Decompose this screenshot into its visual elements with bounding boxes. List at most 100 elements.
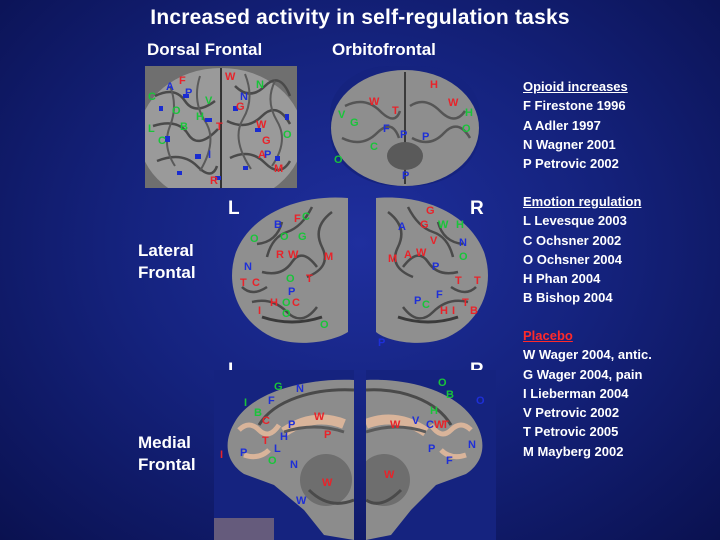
marker-a: A <box>166 81 174 93</box>
marker-w: W <box>225 71 236 83</box>
legend-item: V Petrovic 2002 <box>523 405 620 421</box>
marker-g2: G <box>420 219 429 231</box>
legend-item: P Petrovic 2002 <box>523 156 619 172</box>
legend-opioid: Opioid increases F Firestone 1996 A Adle… <box>523 77 628 173</box>
marker-o2: O <box>280 231 289 243</box>
marker-m: M <box>324 251 334 263</box>
marker-w: W <box>314 411 325 423</box>
marker-p3: P <box>402 170 410 182</box>
marker-b: B <box>180 121 188 133</box>
marker-h: H <box>430 405 438 417</box>
lateral-right-brain-image <box>376 192 498 350</box>
marker-h: H <box>196 111 204 123</box>
marker-o5: O <box>282 308 291 320</box>
marker-h2: H <box>440 305 448 317</box>
marker-f: F <box>446 455 453 467</box>
marker-n: N <box>296 383 304 395</box>
marker-l: L <box>274 443 281 455</box>
marker-o2: O <box>283 129 292 141</box>
marker-o: O <box>172 105 181 117</box>
hemisphere-left-lateral: L <box>228 198 240 219</box>
medial-frontal-label: Medial Frontal <box>138 432 196 476</box>
marker-b: B <box>446 389 454 401</box>
marker-p3: P <box>378 337 386 349</box>
marker-o: O <box>268 455 277 467</box>
marker-t2: T <box>306 273 313 285</box>
marker-w2: W <box>434 419 445 431</box>
marker-o: O <box>459 251 468 263</box>
marker-h2: H <box>430 79 438 91</box>
marker-r: R <box>276 249 284 261</box>
marker-t3: T <box>462 297 469 309</box>
legend-item: I Lieberman 2004 <box>523 385 629 401</box>
marker-t2: T <box>474 275 481 287</box>
marker-w: W <box>438 219 449 231</box>
marker-c: C <box>370 141 378 153</box>
medial-left-brain-image <box>214 370 354 540</box>
marker-b: B <box>274 219 282 231</box>
marker-p: P <box>400 129 408 141</box>
marker-f: F <box>268 395 275 407</box>
marker-p: P <box>185 87 193 99</box>
marker-a2: A <box>404 249 412 261</box>
legend-item: B Bishop 2004 <box>523 290 613 306</box>
marker-a: A <box>398 221 406 233</box>
marker-p2: P <box>240 447 248 459</box>
marker-p2: P <box>414 295 422 307</box>
marker-t: T <box>262 435 269 447</box>
dorsal-frontal-header: Dorsal Frontal <box>147 40 263 59</box>
medial-right-brain-image <box>366 370 496 540</box>
legend-item: O Ochsner 2004 <box>523 251 622 267</box>
marker-o3: O <box>286 273 295 285</box>
marker-n: N <box>468 439 476 451</box>
marker-p: P <box>428 443 436 455</box>
legend-item: A Adler 1997 <box>523 117 601 133</box>
marker-w2: W <box>322 477 333 489</box>
marker-v: V <box>412 415 420 427</box>
marker-o4: O <box>282 297 291 309</box>
marker-c: C <box>302 211 310 223</box>
marker-r: R <box>210 175 218 187</box>
legend-item: L Levesque 2003 <box>523 213 627 229</box>
marker-v: V <box>430 235 438 247</box>
marker-m: M <box>388 253 398 265</box>
legend-item: G Wager 2004, pain <box>523 366 643 382</box>
medial-label-line2: Frontal <box>138 455 196 474</box>
marker-g: G <box>236 101 245 113</box>
lateral-left-brain-image <box>222 192 348 350</box>
marker-o: O <box>250 233 259 245</box>
marker-c2: C <box>158 135 166 147</box>
slide-title: Increased activity in self-regulation ta… <box>150 6 570 29</box>
marker-g: G <box>350 117 359 129</box>
marker-h: H <box>456 219 464 231</box>
legend-opioid-heading: Opioid increases <box>523 79 628 94</box>
marker-n: N <box>240 91 248 103</box>
marker-c3: C <box>292 297 300 309</box>
marker-n: N <box>459 237 467 249</box>
legend-item: H Phan 2004 <box>523 271 601 287</box>
marker-v: V <box>205 95 213 107</box>
marker-f: F <box>294 213 301 225</box>
marker-w2: W <box>448 97 459 109</box>
marker-g2: G <box>262 135 271 147</box>
marker-h: H <box>270 297 278 309</box>
marker-i: I <box>258 305 262 317</box>
marker-i2: I <box>220 449 224 461</box>
lateral-label-line2: Frontal <box>138 263 196 282</box>
dorsal-frontal-brain-image <box>145 66 297 188</box>
marker-p2: P <box>422 131 430 143</box>
marker-w: W <box>288 249 299 261</box>
marker-i: I <box>244 397 248 409</box>
legend-item: C Ochsner 2002 <box>523 232 622 248</box>
marker-o: O <box>438 377 447 389</box>
orbitofrontal-header: Orbitofrontal <box>332 40 436 59</box>
legend-item: W Wager 2004, antic. <box>523 347 652 363</box>
legend-item: N Wagner 2001 <box>523 136 616 152</box>
legend-emotion: Emotion regulation L Levesque 2003 C Och… <box>523 192 641 308</box>
marker-p: P <box>288 286 296 298</box>
marker-h: H <box>465 107 473 119</box>
marker-w3: W <box>384 469 395 481</box>
marker-n2: N <box>256 79 264 91</box>
marker-f: F <box>179 75 186 87</box>
marker-p3: P <box>324 429 332 441</box>
